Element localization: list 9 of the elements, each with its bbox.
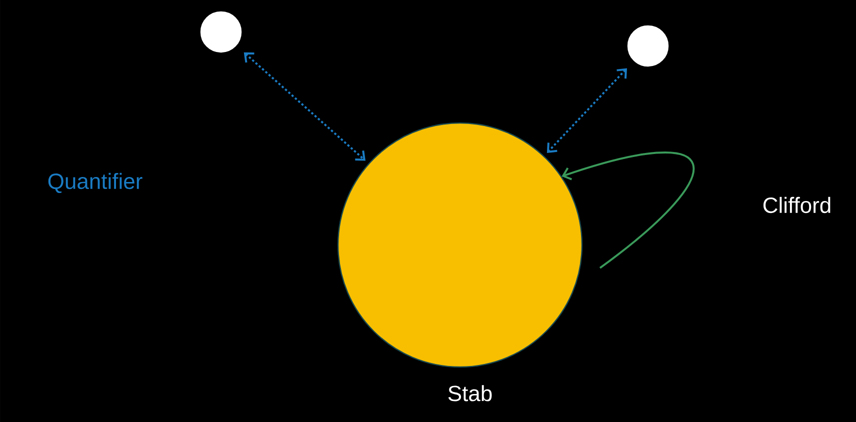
small-circle	[627, 25, 669, 67]
arrow	[562, 152, 694, 269]
large-circle	[337, 122, 583, 368]
caption-text: Stab	[448, 385, 492, 402]
small-circle	[200, 11, 242, 53]
arrow	[244, 52, 366, 161]
label-text: Clifford	[763, 196, 830, 214]
label-text: Quantifier	[48, 172, 142, 194]
arrow	[546, 68, 627, 153]
